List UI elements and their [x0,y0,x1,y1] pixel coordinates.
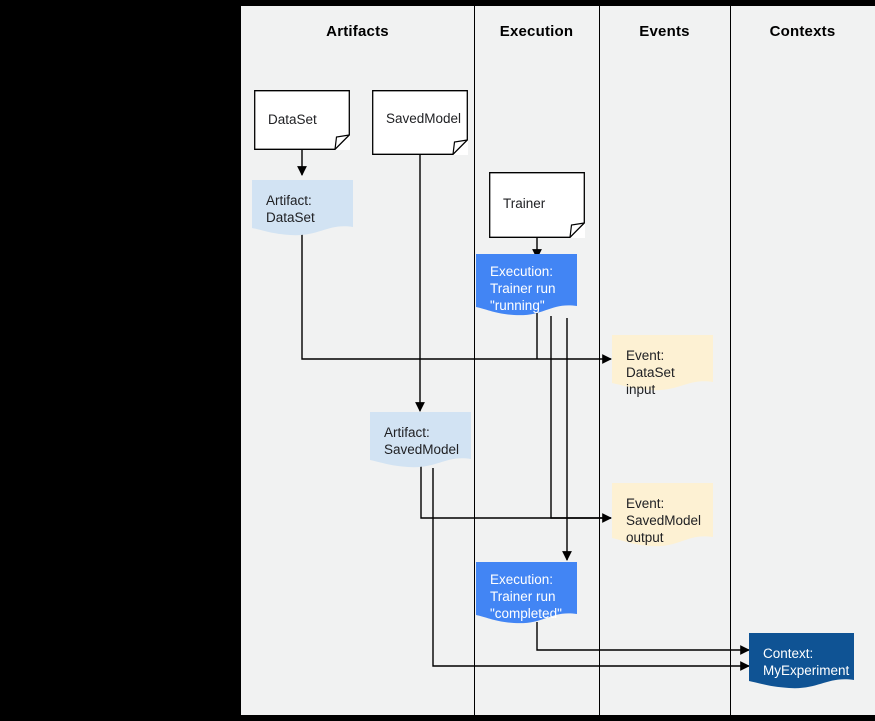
lane-divider-artifacts-execution [474,6,475,715]
node-execution-running[interactable]: Execution: Trainer run "running" [476,254,577,318]
savedmodel-component-shape [372,90,468,155]
lane-divider-execution-events [599,6,600,715]
context-myexperiment-shape [749,633,854,689]
node-execution-completed[interactable]: Execution: Trainer run "completed" [476,562,577,626]
edge-execution-running-to-event-output [550,316,612,523]
node-event-savedmodel-output[interactable]: Event: SavedModel output [612,483,713,549]
event-savedmodel-output-label: Event: SavedModel output [626,496,702,545]
context-myexperiment-label: Context: MyExperiment [763,646,850,678]
dataset-component-shape [254,90,350,150]
lane-divider-events-contexts [730,6,731,715]
artifact-dataset-shape [252,180,353,236]
artifact-savedmodel-shape [370,412,471,468]
artifact-dataset-label: Artifact: DataSet [266,193,315,225]
node-context-myexperiment[interactable]: Context: MyExperiment [749,633,854,691]
lane-header-events: Events [639,23,690,40]
node-artifact-dataset[interactable]: Artifact: DataSet [252,180,353,238]
dataset-component-label: DataSet [268,112,317,127]
execution-running-shape [476,254,577,316]
lane-header-execution: Execution [499,23,574,40]
execution-running-label: Execution: Trainer run "running" [490,264,556,313]
node-event-dataset-input[interactable]: Event: DataSet input [612,335,713,397]
trainer-component-label: Trainer [503,196,546,211]
node-artifact-savedmodel[interactable]: Artifact: SavedModel [370,412,471,470]
event-dataset-input-label: Event: DataSet input [626,348,675,397]
diagram-panel: Artifacts Execution Events Contexts [241,6,875,715]
node-savedmodel-component[interactable]: SavedModel [372,90,468,155]
lane-header-contexts: Contexts [769,23,836,40]
event-dataset-input-shape [612,335,713,391]
edge-execution-completed-to-context [536,622,750,655]
edge-artifact-savedmodel-to-event-output [420,466,611,519]
execution-completed-shape [476,562,577,624]
event-savedmodel-output-shape [612,483,713,547]
savedmodel-component-label: SavedModel [386,111,462,126]
execution-completed-label: Execution: Trainer run "completed" [490,572,562,621]
lane-header-artifacts: Artifacts [326,23,389,40]
artifact-savedmodel-label: Artifact: SavedModel [384,425,460,457]
node-dataset-component[interactable]: DataSet [254,90,350,150]
trainer-component-shape [489,172,585,238]
node-trainer-component[interactable]: Trainer [489,172,585,238]
